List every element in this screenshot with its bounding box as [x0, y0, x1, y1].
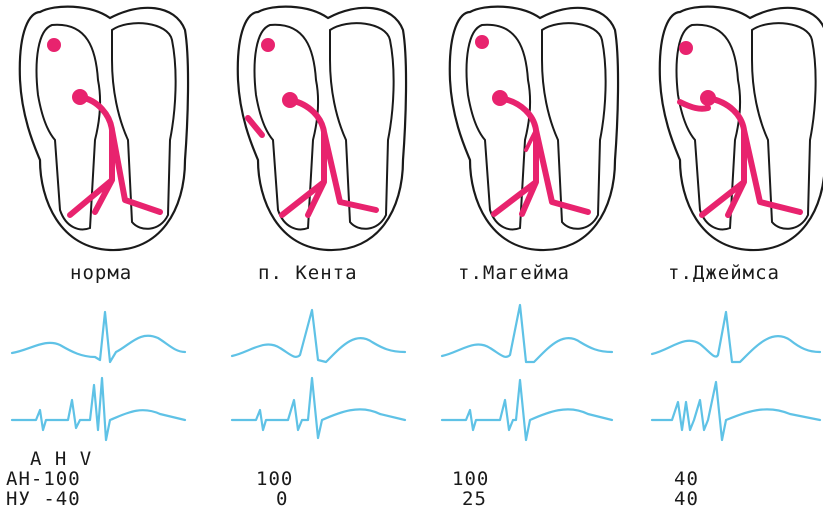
- ecg-his-4: [652, 382, 820, 440]
- ecg-his-1: [12, 378, 185, 440]
- his-bundle: [494, 98, 588, 214]
- sa-node: [47, 38, 61, 52]
- heart-normal: [20, 7, 188, 250]
- interval-header: A H V: [30, 448, 92, 470]
- his-bundle: [702, 98, 800, 215]
- hv-value-mahaim: 25: [462, 488, 487, 510]
- ah-value-james: 40: [674, 468, 699, 490]
- panel-label-mahaim: т.Магейма: [458, 262, 570, 284]
- his-bundle: [70, 97, 160, 215]
- ecg-surface-1: [12, 312, 185, 362]
- ecg-traces: [12, 305, 820, 440]
- panel-label-normal: норма: [70, 262, 132, 284]
- ah-value-mahaim: 100: [452, 468, 489, 490]
- ecg-his-3: [442, 380, 612, 440]
- ecg-surface-4: [652, 312, 820, 362]
- heart-kent: [238, 7, 406, 250]
- ecg-surface-3: [442, 305, 612, 362]
- heart-james: [660, 7, 823, 250]
- hv-value-kent: 0: [276, 488, 288, 510]
- ah-row-label: AH-100: [6, 468, 81, 490]
- hv-value-james: 40: [674, 488, 699, 510]
- sa-node: [261, 38, 275, 52]
- panel-label-james: т.Джеймса: [668, 262, 780, 284]
- panel-label-kent: п. Кента: [258, 262, 358, 284]
- heart-outline: [20, 7, 188, 250]
- sa-node: [679, 41, 693, 55]
- his-bundle: [282, 100, 376, 215]
- sa-node: [475, 35, 489, 49]
- kent-bundle: [248, 118, 262, 135]
- right-chamber: [112, 23, 176, 229]
- ah-value-kent: 100: [256, 468, 293, 490]
- ecg-surface-2: [232, 310, 405, 362]
- hv-row-label: HУ -40: [6, 488, 81, 510]
- heart-mahaim: [450, 7, 618, 250]
- ecg-his-2: [232, 378, 405, 438]
